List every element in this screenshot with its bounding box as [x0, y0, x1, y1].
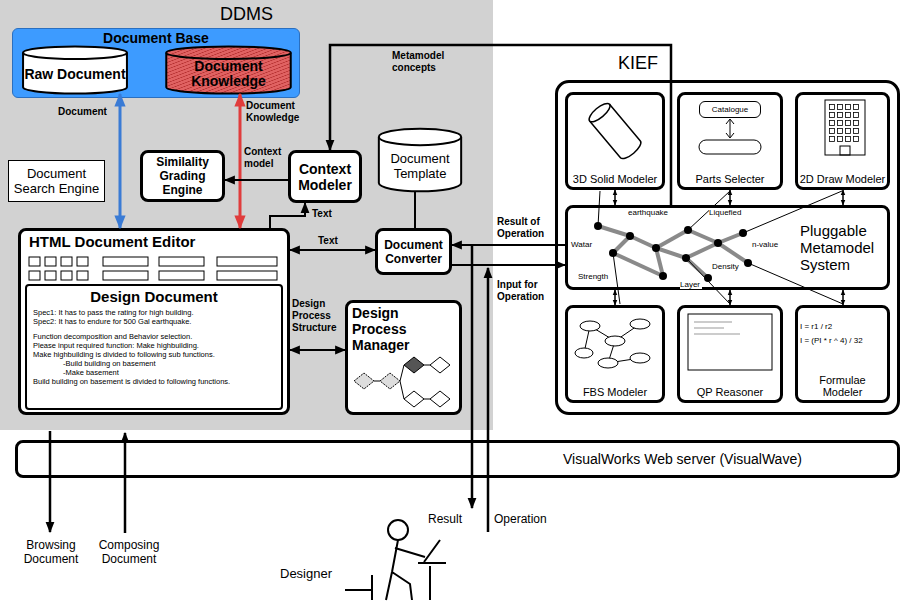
tool-module: 3D Solid Modeler — [565, 92, 665, 190]
connector-arrow — [414, 192, 416, 228]
store-band: Document BaseRaw Document Document Knowle… — [12, 28, 300, 98]
node-text: Function decomposition and Behavior sele… — [33, 332, 275, 341]
node-title: QP Reasoner — [680, 386, 780, 400]
metamodel-band: Pluggable Metamodel System — [565, 205, 890, 290]
edge-label: Result of Operation — [497, 216, 553, 240]
edge-label: Metamodel concepts — [392, 50, 454, 74]
node-title: FBS Modeler — [568, 386, 662, 400]
connector-arrow — [119, 94, 122, 228]
database-cylinder: Document Template — [378, 128, 462, 192]
connector-arrow — [239, 94, 242, 228]
node-title: HTML Document Editor — [29, 233, 279, 250]
node-title: Document Template — [378, 151, 462, 181]
text-label: Strength — [578, 272, 610, 281]
text-label: Watar — [571, 240, 597, 249]
edge-label: Document — [58, 106, 118, 118]
connector-arrow — [729, 190, 731, 205]
text-label: Liquefied — [709, 208, 743, 217]
system-panel: KIEF3D Solid ModelerParts SelecterCatalo… — [555, 80, 900, 415]
node-text: Build building on basement is divided to… — [33, 377, 275, 386]
node-text: -Make basement — [33, 368, 275, 377]
node-title: Similality Grading Engine — [146, 155, 219, 197]
process-box: Similality Grading Engine — [140, 150, 225, 202]
process-box: Context Modeler — [288, 150, 362, 203]
tool-module: FBS Modeler — [565, 305, 665, 403]
node-title: Catalogue — [700, 105, 760, 115]
connector-arrow — [330, 45, 671, 205]
node-title: Context Modeler — [294, 161, 356, 193]
text-label: Result — [428, 512, 470, 526]
connector-arrow — [614, 190, 616, 205]
connector-arrow — [290, 249, 375, 251]
connector-arrow — [452, 244, 565, 246]
connector-arrow — [270, 203, 305, 228]
node-title: Document Search Engine — [13, 166, 100, 196]
process-manager-box: Design Process Manager — [345, 300, 462, 415]
connector-arrow — [452, 264, 565, 266]
node-title: Parts Selecter — [680, 173, 780, 187]
leader-lines — [598, 191, 843, 304]
database-cylinder: Raw Document — [22, 46, 128, 94]
text-label: I = r1 / r2 — [800, 322, 888, 331]
connector-arrow — [842, 190, 844, 205]
designer-figure — [345, 520, 446, 600]
edge-label: Input for Operation — [497, 279, 553, 303]
node-title: VisualWorks Web server (VisualWave) — [563, 451, 897, 467]
tool-module: QP Reasoner — [677, 305, 783, 403]
node-title: Design Process Manager — [352, 305, 455, 353]
tool-module: Formulae Modeler — [795, 305, 890, 403]
node-title: KIEF — [618, 53, 658, 74]
text-label: n-value — [752, 240, 782, 249]
text-label: Browsing Document — [15, 538, 87, 566]
node-text: Please input required function: Make hig… — [33, 341, 275, 350]
catalogue-box: Catalogue — [699, 101, 761, 118]
node-text: Make highbuilding is divided to followin… — [33, 350, 275, 359]
editor-window: HTML Document EditorDesign DocumentSpec1… — [18, 228, 290, 415]
edge-label: Document Knowledge — [246, 100, 304, 124]
tool-module: 2D Draw Modeler — [795, 92, 890, 190]
text-label: I = (PI * r ^ 4) / 32 — [800, 336, 888, 345]
process-box: Document Converter — [375, 228, 452, 275]
process-box: Document Search Engine — [8, 160, 105, 202]
node-title: Formulae Modeler — [798, 374, 887, 400]
connector-arrow — [225, 179, 288, 181]
text-label: Operation — [494, 512, 554, 526]
node-title: Document Knowledge — [165, 59, 292, 89]
node-title: Document Converter — [381, 238, 446, 266]
edge-label: Text — [312, 208, 342, 220]
node-text: Spec2: It has to endure for 500 Gal eart… — [33, 317, 275, 326]
text-label: Composing Document — [90, 538, 168, 566]
text-label: Layer — [680, 280, 702, 289]
edge-label: Text — [318, 235, 348, 247]
node-title: Design Document — [33, 288, 275, 305]
edge-label: Design Process Structure — [292, 298, 344, 334]
node-text: Spec1: It has to pass the rating for hig… — [33, 308, 275, 317]
connector-arrow — [729, 290, 731, 305]
node-title: Raw Document — [22, 67, 128, 82]
node-title: 3D Solid Modeler — [568, 173, 662, 187]
node-title: Pluggable Metamodel System — [800, 222, 883, 273]
edge-label: Context model — [244, 146, 288, 170]
tool-module: Parts Selecter Catalogue — [677, 92, 783, 190]
io-arrows — [50, 246, 488, 533]
text-label: Designer — [280, 566, 340, 581]
node-text: -Build building on basement — [33, 359, 275, 368]
connector-arrow — [842, 290, 844, 305]
node-title: DDMS — [0, 4, 493, 25]
connector-arrow — [614, 290, 616, 305]
server-band: VisualWorks Web server (VisualWave) — [15, 440, 900, 478]
text-label: Density — [712, 262, 742, 271]
database-cylinder: Document Knowledge — [165, 46, 292, 94]
connector-arrow — [290, 349, 345, 351]
text-label: earthquake — [628, 208, 670, 217]
node-title: Document Base — [13, 30, 299, 46]
node-title: 2D Draw Modeler — [798, 173, 887, 187]
document-page: Design DocumentSpec1: It has to pass the… — [25, 284, 283, 410]
